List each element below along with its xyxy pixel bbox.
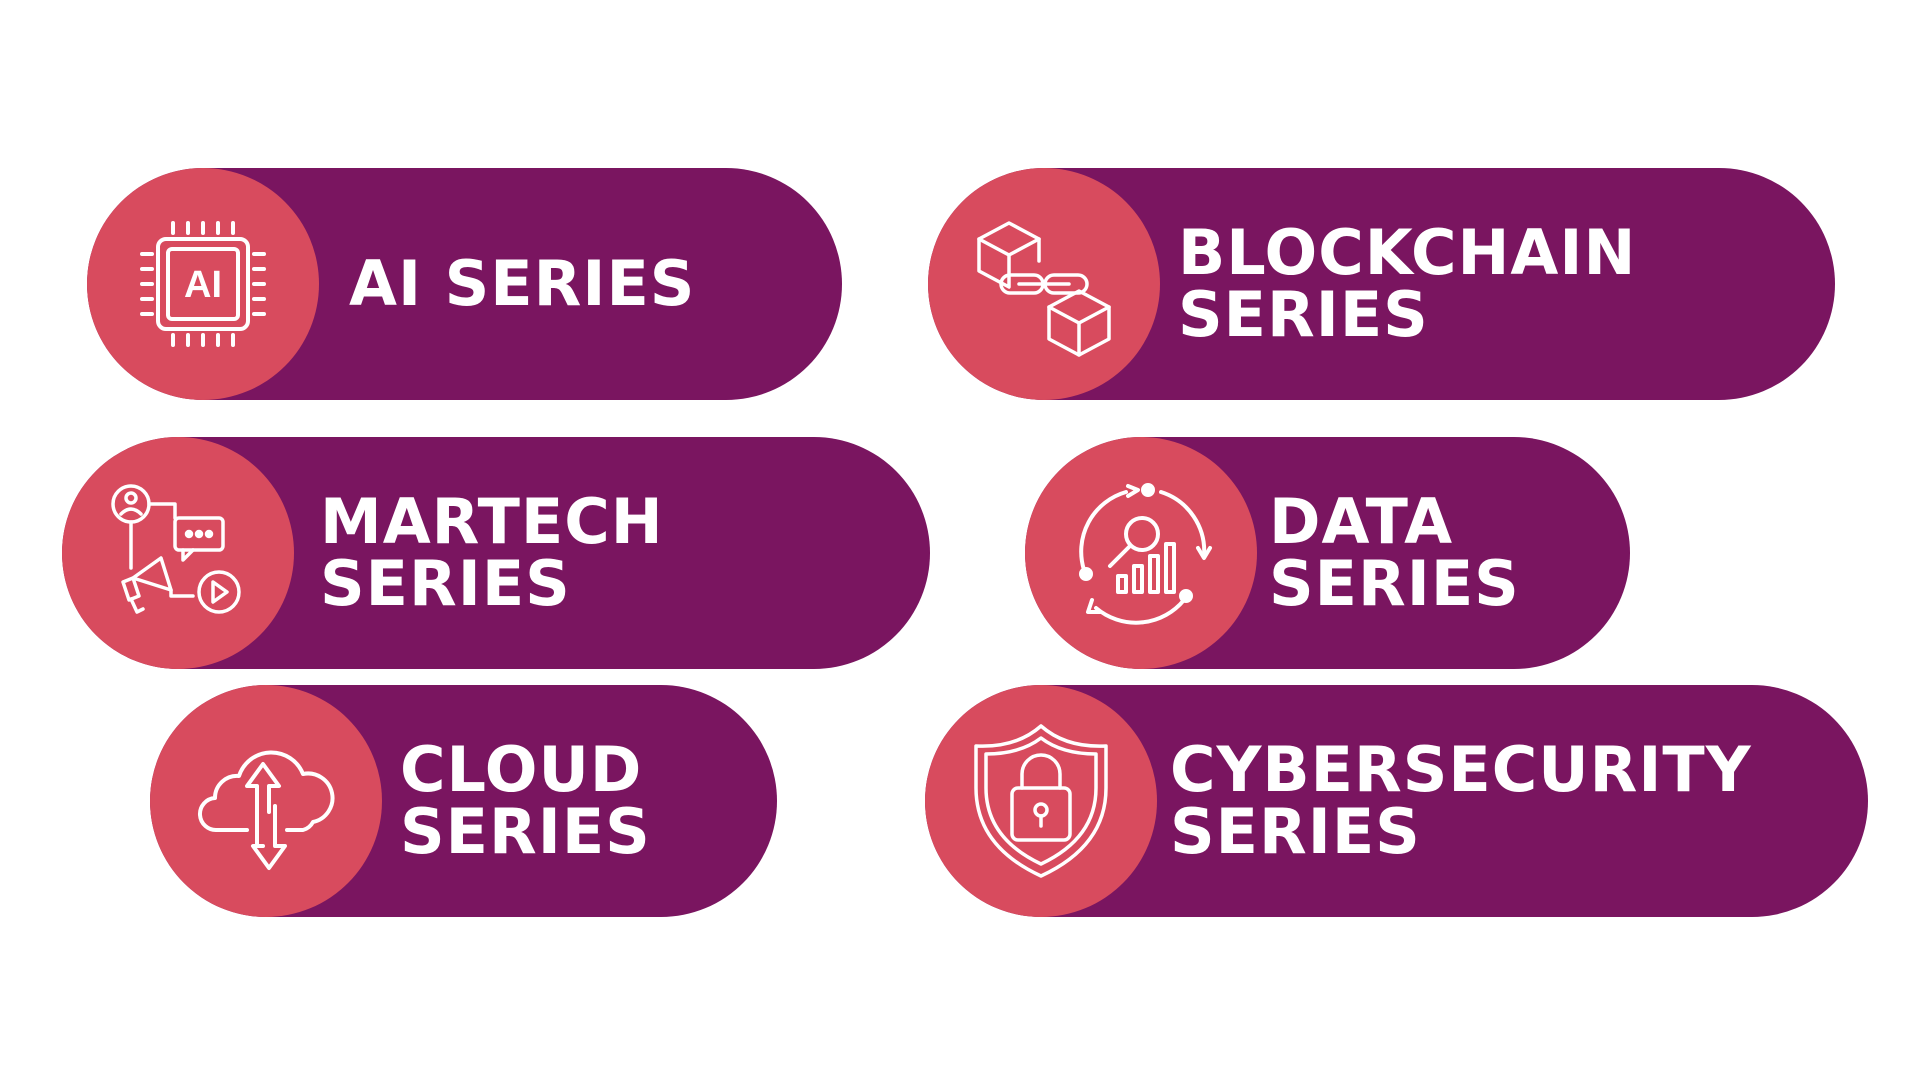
series-title: BLOCKCHAIN SERIES <box>1178 168 1636 400</box>
series-card-martech[interactable]: MARTECH SERIES <box>62 437 930 669</box>
icon-circle <box>150 685 382 917</box>
series-title-line2: SERIES <box>1178 278 1429 351</box>
icon-circle <box>62 437 294 669</box>
series-title-line1: AI SERIES <box>349 247 696 320</box>
series-title-line2: SERIES <box>400 795 651 868</box>
series-title-line2: SERIES <box>320 547 571 620</box>
series-title-line1: BLOCKCHAIN <box>1178 216 1637 289</box>
icon-circle <box>1025 437 1257 669</box>
series-title: CYBERSECURITY SERIES <box>1170 685 1752 917</box>
martech-icon <box>111 484 241 614</box>
series-title-line1: CYBERSECURITY <box>1170 733 1752 806</box>
series-card-ai[interactable]: AI AI SERIES <box>87 168 842 400</box>
series-title-line1: MARTECH <box>320 485 664 558</box>
series-title-line1: DATA <box>1269 485 1454 558</box>
series-title: CLOUD SERIES <box>400 685 651 917</box>
ai-chip-icon: AI <box>140 221 266 347</box>
ai-chip-text: AI <box>184 264 222 306</box>
series-title-line1: CLOUD <box>400 733 643 806</box>
shield-lock-icon <box>974 724 1108 878</box>
series-title: AI SERIES <box>349 168 695 400</box>
series-card-cloud[interactable]: CLOUD SERIES <box>150 685 777 917</box>
icon-circle: AI <box>87 168 319 400</box>
series-title: MARTECH SERIES <box>320 437 664 669</box>
cloud-sync-icon <box>198 750 335 870</box>
series-card-cybersecurity[interactable]: CYBERSECURITY SERIES <box>925 685 1868 917</box>
series-title: DATA SERIES <box>1269 437 1520 669</box>
series-title-line2: SERIES <box>1269 547 1520 620</box>
series-title-line2: SERIES <box>1170 795 1421 868</box>
series-card-blockchain[interactable]: BLOCKCHAIN SERIES <box>928 168 1835 400</box>
blockchain-icon <box>977 221 1111 357</box>
data-analytics-icon <box>1079 483 1212 625</box>
series-card-data[interactable]: DATA SERIES <box>1025 437 1630 669</box>
icon-circle <box>925 685 1157 917</box>
icon-circle <box>928 168 1160 400</box>
